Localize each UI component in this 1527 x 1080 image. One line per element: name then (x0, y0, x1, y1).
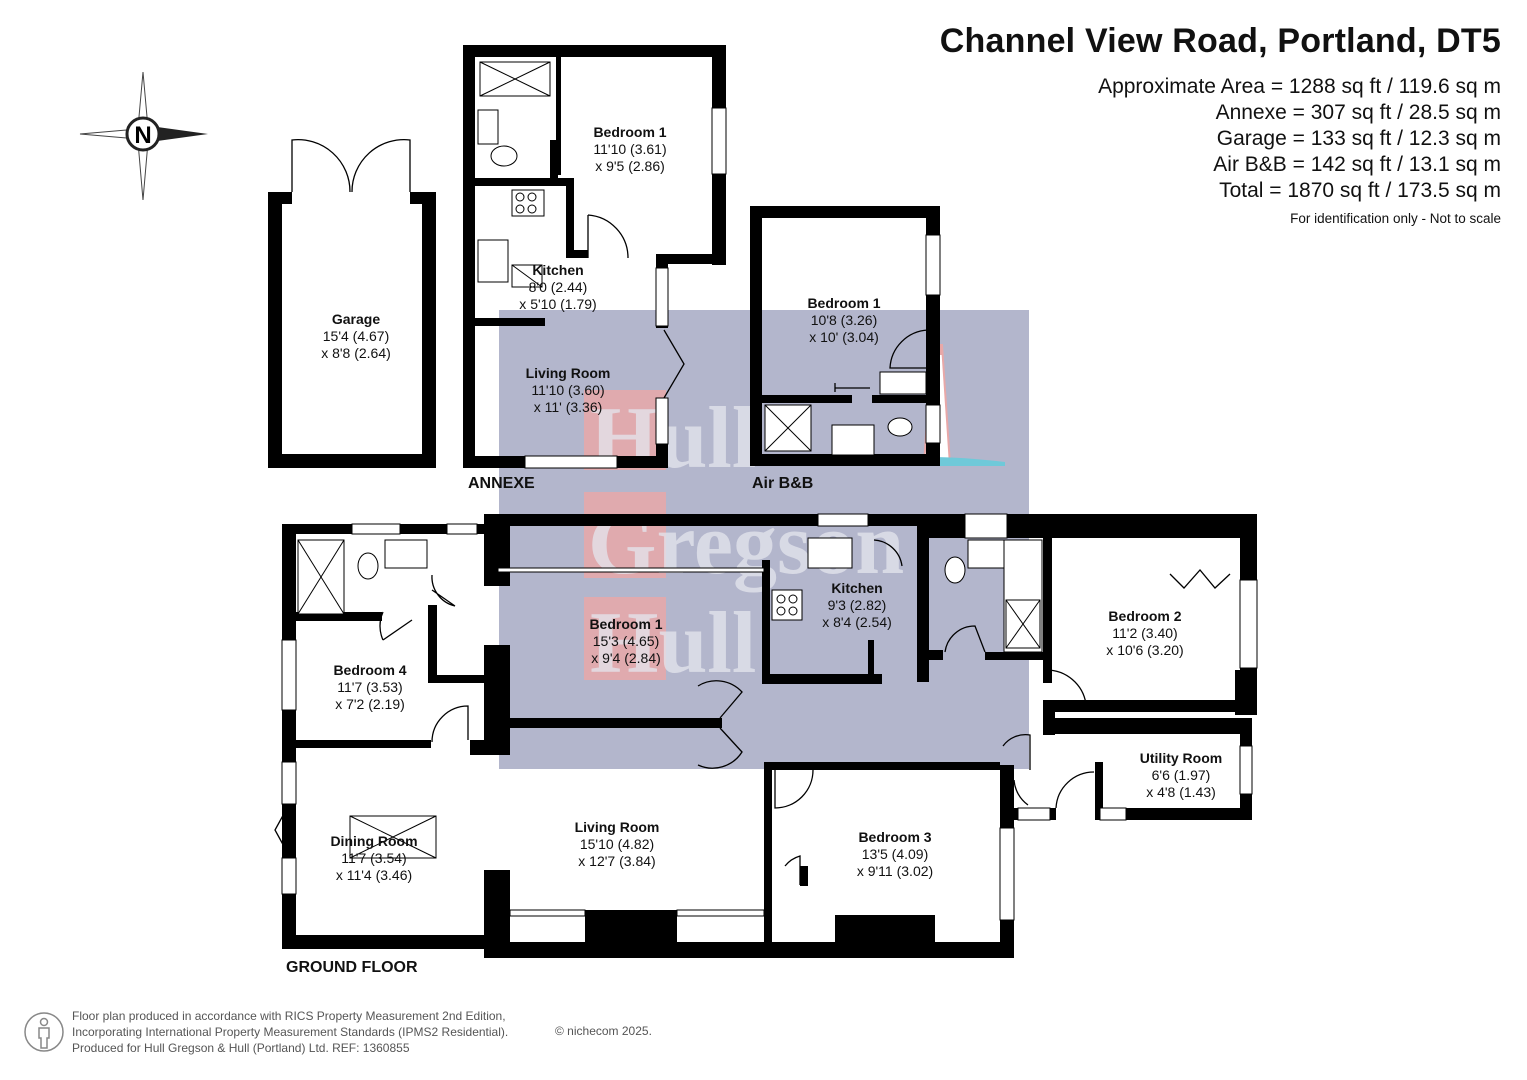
room-name: Bedroom 1 (807, 295, 881, 311)
room-label-bedroom-2: Bedroom 2 11'2 (3.40) x 10'6 (3.20) (1106, 608, 1183, 659)
room-dim-1: 11'10 (3.60) (531, 382, 605, 398)
room-label-utility-room: Utility Room 6'6 (1.97) x 4'8 (1.43) (1140, 750, 1222, 801)
room-label-gf-bedroom-1: Bedroom 1 15'3 (4.65) x 9'4 (2.84) (589, 616, 662, 667)
disclaimer-note: For identification only - Not to scale (1290, 211, 1501, 226)
room-name: Bedroom 3 (858, 829, 932, 845)
copyright: © nichecom 2025. (555, 1024, 652, 1038)
sink-icon (477, 109, 499, 145)
kitchen-sink-icon (807, 537, 853, 569)
hob-icon (771, 589, 803, 621)
footer-text: Floor plan produced in accordance with R… (72, 1008, 508, 1056)
room-dim-1: 11'7 (3.53) (337, 679, 403, 695)
area-airbnb: Air B&B = 142 sq ft / 13.1 sq m (1213, 153, 1501, 176)
room-name: Kitchen (532, 262, 584, 278)
room-dim-1: 9'3 (2.82) (827, 597, 887, 613)
room-dim-2: x 9'4 (2.84) (591, 650, 661, 666)
windows (281, 107, 1258, 921)
room-dim-2: x 8'8 (2.64) (321, 345, 391, 361)
room-dim-1: 13'5 (4.09) (861, 846, 929, 862)
room-name: Kitchen (831, 580, 883, 596)
watermark-word-1: Hull (590, 390, 756, 487)
area-main: Approximate Area = 1288 sq ft / 119.6 sq… (1098, 75, 1501, 98)
sink-icon (384, 539, 428, 569)
room-label-annexe-living-room: Living Room 11'10 (3.60) x 11' (3.36) (526, 365, 611, 416)
room-name: Living Room (574, 819, 660, 835)
room-label-annexe-kitchen: Kitchen 8'0 (2.44) x 5'10 (1.79) (519, 262, 596, 313)
room-name: Living Room (525, 365, 611, 381)
sink-icon (967, 539, 1009, 569)
area-garage: Garage = 133 sq ft / 12.3 sq m (1216, 127, 1501, 150)
room-label-airbnb-bedroom-1: Bedroom 1 10'8 (3.26) x 10' (3.04) (807, 295, 880, 346)
room-dim-1: 6'6 (1.97) (1151, 767, 1211, 783)
sink-icon (831, 424, 875, 456)
room-dim-2: x 9'5 (2.86) (595, 158, 665, 174)
room-dim-2: x 11' (3.36) (533, 399, 603, 415)
footer-line-3: Produced for Hull Gregson & Hull (Portla… (72, 1041, 410, 1055)
room-label-bedroom-3: Bedroom 3 13'5 (4.09) x 9'11 (3.02) (857, 829, 933, 880)
person-icon (24, 1012, 64, 1052)
room-label-bedroom-4: Bedroom 4 11'7 (3.53) x 7'2 (2.19) (333, 662, 406, 713)
room-dim-2: x 12'7 (3.84) (578, 853, 656, 869)
room-name: Garage (331, 311, 381, 327)
page-title: Channel View Road, Portland, DT5 (939, 22, 1501, 60)
room-dim-2: x 11'4 (3.46) (335, 867, 413, 883)
watermark-word-3: Hull (590, 595, 756, 692)
toilet-icon (944, 556, 966, 584)
room-dim-1: 11'2 (3.40) (1112, 625, 1178, 641)
toilet-icon (357, 552, 379, 580)
room-label-gf-living-room: Living Room 15'10 (4.82) x 12'7 (3.84) (575, 819, 660, 870)
room-name: Utility Room (1139, 750, 1223, 766)
toilet-icon (490, 145, 518, 167)
room-label-annexe-bedroom-1: Bedroom 1 11'10 (3.61) x 9'5 (2.86) (593, 124, 666, 175)
floor-label-airbnb: Air B&B (752, 475, 814, 492)
compass-icon: N (79, 71, 208, 201)
room-label-gf-kitchen: Kitchen 9'3 (2.82) x 8'4 (2.54) (822, 580, 892, 631)
footer-line-1: Floor plan produced in accordance with R… (72, 1009, 506, 1023)
room-dim-2: x 9'11 (3.02) (856, 863, 934, 879)
room-dim-1: 15'4 (4.67) (322, 328, 390, 344)
kitchen-sink-icon (477, 239, 509, 283)
room-name: Bedroom 2 (1108, 608, 1182, 624)
room-dim-2: x 5'10 (1.79) (519, 296, 597, 312)
room-dim-1: 10'8 (3.26) (810, 312, 878, 328)
room-name: Bedroom 4 (333, 662, 407, 678)
floor-label-ground: GROUND FLOOR (286, 959, 418, 976)
room-dim-1: 11'7 (3.54) (341, 850, 407, 866)
floor-label-annexe: ANNEXE (468, 475, 535, 492)
watermark-word-2: Gregson (588, 496, 904, 593)
room-dim-2: x 10' (3.04) (809, 329, 879, 345)
room-dim-2: x 4'8 (1.43) (1146, 784, 1216, 800)
area-annexe: Annexe = 307 sq ft / 28.5 sq m (1215, 101, 1501, 124)
room-dim-1: 11'10 (3.61) (593, 141, 667, 157)
fixtures (297, 61, 1043, 859)
room-label-garage: Garage 15'4 (4.67) x 8'8 (2.64) (321, 311, 391, 362)
toilet-icon (887, 417, 913, 437)
room-name: Dining Room (330, 833, 418, 849)
area-total: Total = 1870 sq ft / 173.5 sq m (1219, 179, 1501, 202)
room-dim-2: x 10'6 (3.20) (1106, 642, 1184, 658)
room-name: Bedroom 1 (589, 616, 663, 632)
doors (274, 139, 1231, 885)
room-dim-2: x 7'2 (2.19) (335, 696, 405, 712)
room-dim-2: x 8'4 (2.54) (822, 614, 892, 630)
room-dim-1: 8'0 (2.44) (528, 279, 588, 295)
room-label-dining-room: Dining Room 11'7 (3.54) x 11'4 (3.46) (330, 833, 417, 884)
room-dim-1: 15'10 (4.82) (579, 836, 655, 852)
room-name: Bedroom 1 (593, 124, 667, 140)
room-dim-1: 15'3 (4.65) (592, 633, 660, 649)
compass-north-letter: N (134, 122, 151, 149)
footer-line-2: Incorporating International Property Mea… (72, 1025, 509, 1039)
